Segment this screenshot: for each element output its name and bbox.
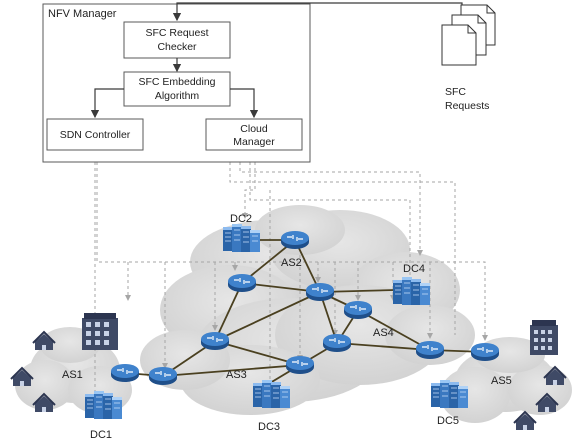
sdn-controller-box <box>46 118 144 151</box>
office-building-as5 <box>530 320 558 355</box>
sdn-controller-label: SDN Controller <box>60 129 131 141</box>
cloud-manager-line2: Manager <box>233 136 275 148</box>
sfc-embedding-algorithm-line2: Algorithm <box>155 90 200 102</box>
router-icon <box>415 340 445 360</box>
as5-label: AS5 <box>491 375 512 387</box>
sfc-requests-line2: Requests <box>445 100 489 112</box>
as2-label: AS2 <box>281 257 302 269</box>
dc4-label: DC4 <box>403 263 425 275</box>
sfc-embedding-algorithm-box <box>123 71 231 107</box>
as4-label: AS4 <box>373 327 394 339</box>
router-icon <box>148 366 178 386</box>
as3-label: AS3 <box>226 369 247 381</box>
sfc-request-checker-line1: SFC Request <box>145 27 208 39</box>
as1-label: AS1 <box>62 369 83 381</box>
router-icon <box>305 282 335 302</box>
sfc-request-checker-box <box>123 21 231 59</box>
router-icon <box>322 333 352 353</box>
router-icon <box>285 355 315 375</box>
cloud-manager-line1: Cloud <box>240 123 268 135</box>
router-icon <box>200 331 230 351</box>
nfv-manager: NFV Manager SFC Request Checker SFC Embe… <box>42 2 463 163</box>
sfc-embedding-algorithm-line1: SFC Embedding <box>138 76 215 88</box>
document-icon <box>441 24 477 66</box>
router-icon <box>227 273 257 293</box>
dc3-label: DC3 <box>258 421 280 433</box>
sfc-requests-stack: SFC Requests <box>441 4 496 112</box>
router-icon <box>343 300 373 320</box>
router-icon <box>470 342 500 362</box>
house-icon <box>513 411 537 431</box>
nfv-manager-title: NFV Manager <box>48 8 117 20</box>
sfc-request-checker-line2: Checker <box>157 41 197 53</box>
cloud-manager-box <box>205 118 303 151</box>
router-icon <box>280 230 310 250</box>
dc5-label: DC5 <box>437 415 459 427</box>
office-building-as1 <box>82 313 118 350</box>
sfc-requests-line1: SFC <box>445 86 466 98</box>
dc2-label: DC2 <box>230 213 252 225</box>
router-icon <box>110 363 140 383</box>
dc1-label: DC1 <box>90 429 112 441</box>
